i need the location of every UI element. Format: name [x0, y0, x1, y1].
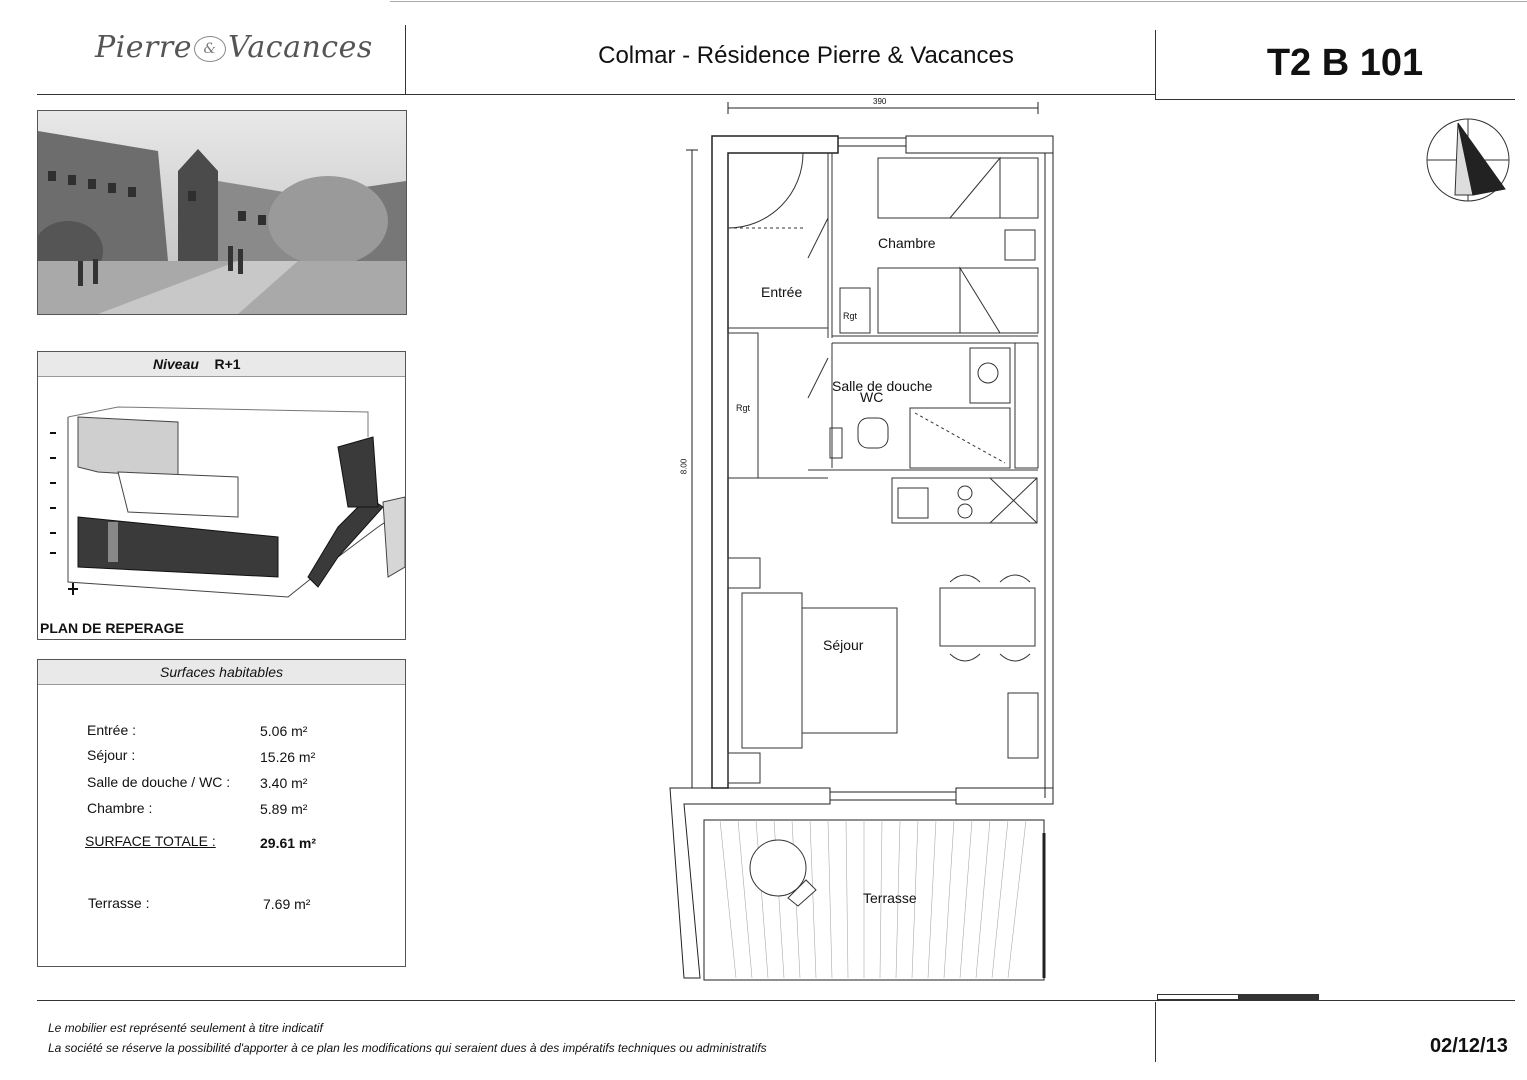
- surface-label-sejour: Séjour :: [87, 747, 136, 763]
- surface-value-sejour: 15.26 m²: [260, 749, 316, 765]
- rgt-label-bedroom: Rgt: [843, 311, 858, 321]
- surfaces-panel: Surfaces habitables: [37, 659, 406, 967]
- logo-text-right: Vacances: [227, 30, 373, 65]
- logo-text-left: Pierre: [95, 30, 192, 65]
- surface-value-salle: 3.40 m²: [260, 775, 308, 791]
- header-divider-2: [1155, 30, 1156, 100]
- niveau-value: R+1: [214, 356, 241, 372]
- site-plan-art: [50, 406, 405, 598]
- surface-label-salle: Salle de douche / WC :: [87, 774, 231, 790]
- room-label-wc: WC: [860, 389, 884, 405]
- niveau-heading: Niveau R+1: [38, 352, 405, 377]
- surface-label-entree: Entrée :: [87, 722, 137, 738]
- north-arrow-icon: [1426, 118, 1510, 202]
- scale-bar: [1157, 994, 1319, 1000]
- header-bottom-line-right: [1155, 99, 1515, 100]
- surface-total-label: SURFACE TOTALE :: [85, 833, 216, 849]
- room-label-entree: Entrée: [761, 284, 803, 300]
- surface-label-chambre: Chambre :: [87, 800, 153, 816]
- surface-total-value: 29.61 m²: [260, 835, 317, 851]
- reperage-caption: PLAN DE REPERAGE: [40, 620, 184, 636]
- room-label-sejour: Séjour: [823, 637, 864, 653]
- dim-height-label: 8.00: [679, 458, 689, 475]
- room-label-terrasse: Terrasse: [863, 890, 917, 906]
- apartment-code: T2 B 101: [1266, 42, 1424, 84]
- footer-date: 02/12/13: [1430, 1035, 1508, 1057]
- room-label-salle-de-douche: Salle de douche: [832, 378, 933, 394]
- top-edge-line: [390, 1, 1527, 2]
- rgt-label-entree: Rgt: [736, 403, 751, 413]
- floor-plan: [669, 102, 1054, 981]
- page-title: Colmar - Résidence Pierre & Vacances: [598, 42, 1014, 69]
- logo-amp: &: [193, 36, 226, 62]
- header-divider-1: [405, 25, 406, 95]
- residence-photo-art: [38, 111, 406, 314]
- header-bottom-line: [37, 94, 1155, 95]
- reperage-panel: Niveau R+1 PLAN DE REPERAGE: [37, 351, 406, 640]
- footer-top-line: [37, 1000, 1515, 1001]
- footer-divider: [1155, 1002, 1156, 1062]
- room-label-chambre: Chambre: [878, 235, 936, 251]
- surface-value-entree: 5.06 m²: [260, 723, 308, 739]
- footer-note-1: Le mobilier est représenté seulement à t…: [48, 1021, 323, 1035]
- surfaces-heading: Surfaces habitables: [38, 660, 405, 685]
- terrasse-value: 7.69 m²: [263, 896, 311, 912]
- dim-width-label: 390: [873, 97, 887, 106]
- surface-value-chambre: 5.89 m²: [260, 801, 308, 817]
- footer-note-2: La société se réserve la possibilité d'a…: [48, 1041, 767, 1055]
- brand-logo: Pierre&Vacances: [95, 30, 373, 65]
- niveau-label: Niveau: [153, 356, 199, 372]
- residence-photo: [37, 110, 407, 315]
- terrasse-label: Terrasse :: [88, 895, 150, 911]
